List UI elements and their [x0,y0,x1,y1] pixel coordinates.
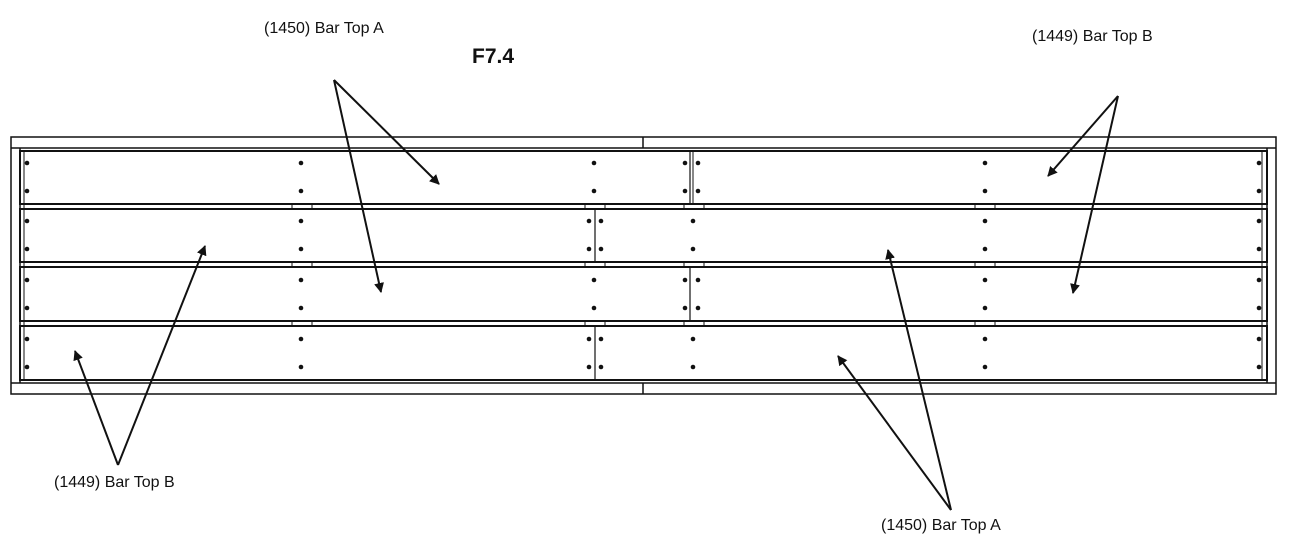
screw-hole [298,160,304,166]
bar-top-board-row-4 [19,325,1268,381]
screw-hole [298,364,304,370]
screw-hole [1256,336,1262,342]
arrow-bottom-left-2 [117,245,207,466]
outer-frame [10,136,1277,395]
support-bracket [683,320,705,327]
figure-label: F7.4 [472,45,514,68]
screw-hole [298,305,304,311]
support-bracket [584,320,606,327]
screw-hole [982,336,988,342]
screw-hole [598,336,604,342]
screw-hole [1256,277,1262,283]
arrow-top-left-1 [333,79,440,185]
support-bracket [974,203,996,210]
screw-hole [982,246,988,252]
screw-hole [24,305,30,311]
support-brackets [291,203,996,327]
support-bracket [974,261,996,268]
screw-hole [24,364,30,370]
arrow-bottom-right-2 [885,249,952,511]
screw-hole [982,305,988,311]
screw-hole [298,188,304,194]
support-bracket [291,320,313,327]
support-bracket [683,203,705,210]
screw-hole [591,160,597,166]
screw-hole [24,277,30,283]
screw-hole [298,336,304,342]
screw-hole [598,364,604,370]
screw-hole [1256,218,1262,224]
bar-top-board-row-1 [19,150,1268,205]
bar-top-boards [19,150,1268,381]
screw-hole [298,277,304,283]
support-bracket [584,261,606,268]
screw-hole [982,160,988,166]
screw-hole [690,336,696,342]
screw-hole [982,218,988,224]
screw-hole [682,160,688,166]
callout-bottom-right: (1450) Bar Top A [881,517,1001,534]
screw-hole [982,188,988,194]
screw-hole [24,336,30,342]
screw-hole [598,218,604,224]
screw-hole [586,336,592,342]
screw-hole [695,305,701,311]
screw-hole [24,246,30,252]
screw-hole [298,246,304,252]
support-bracket [584,203,606,210]
screw-hole [690,364,696,370]
arrow-top-right-2 [1070,95,1119,294]
screw-hole [298,218,304,224]
screw-hole [682,188,688,194]
screw-hole [695,277,701,283]
screw-hole [591,305,597,311]
screw-hole [982,277,988,283]
screw-hole [682,305,688,311]
screw-hole [586,246,592,252]
screw-hole [682,277,688,283]
screw-hole [695,188,701,194]
screw-hole [690,246,696,252]
screw-hole [591,277,597,283]
screw-hole [1256,246,1262,252]
arrow-bottom-right-1 [837,355,952,511]
callout-top-left: (1450) Bar Top A [264,20,384,37]
screw-hole [1256,160,1262,166]
screw-hole [1256,305,1262,311]
screw-hole [690,218,696,224]
callout-top-right: (1449) Bar Top B [1032,28,1153,45]
support-bracket [974,320,996,327]
screw-hole [982,364,988,370]
arrow-top-right-1 [1047,95,1119,177]
screw-hole [24,218,30,224]
callout-bottom-left: (1449) Bar Top B [54,474,175,491]
arrow-top-left-2 [333,79,384,293]
screw-hole [695,160,701,166]
support-bracket [291,203,313,210]
screw-hole [598,246,604,252]
support-bracket [291,261,313,268]
support-bracket [683,261,705,268]
screw-hole [24,188,30,194]
screw-hole [1256,364,1262,370]
screw-hole [24,160,30,166]
screw-hole [586,218,592,224]
callout-arrows [73,79,1119,511]
bar-top-board-row-3 [19,266,1268,322]
screw-hole [586,364,592,370]
screw-hole [1256,188,1262,194]
screw-holes [24,160,1262,370]
bar-frame [10,136,1277,395]
bar-top-board-row-2 [19,208,1268,263]
arrow-bottom-left-1 [73,350,119,466]
screw-hole [591,188,597,194]
